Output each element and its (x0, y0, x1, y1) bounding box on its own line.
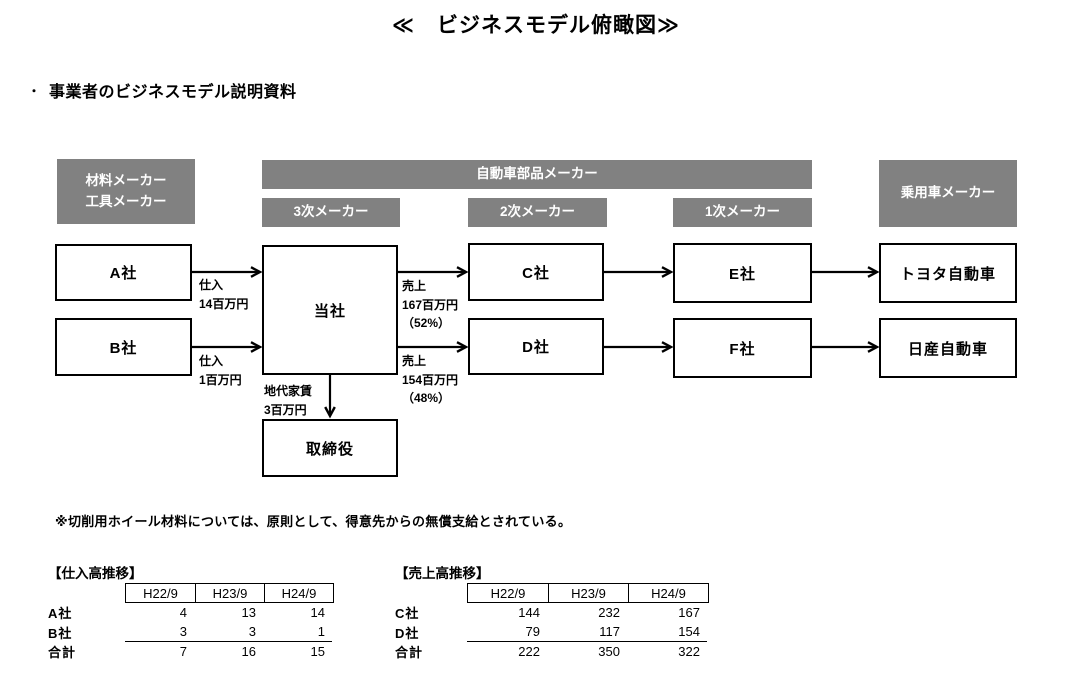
node-company-e: E社 (673, 243, 812, 303)
flow-label-line: 売上 (402, 279, 427, 293)
row-label: C社 (395, 606, 420, 622)
table-header-row: H22/9 H23/9 H24/9 (48, 583, 334, 603)
node-toyota-motor: トヨタ自動車 (879, 243, 1017, 303)
cell: 154 (627, 623, 707, 642)
node-company-f: F社 (673, 318, 812, 378)
flow-label-line: （48%） (402, 391, 451, 405)
flow-label-line: 地代家賃 (264, 384, 313, 398)
table-purchases-trend: 【仕入高推移】 H22/9 H23/9 H24/9 A社 4 13 14 B社 … (48, 562, 334, 662)
tier-header-2nd-tier: 2次メーカー (468, 198, 607, 227)
table-title: 【売上高推移】 (395, 566, 490, 581)
group-header-material-line1: 材料メーカー (85, 172, 167, 188)
column-header: H23/9 (195, 584, 264, 602)
row-label: 合計 (48, 645, 77, 661)
flow-label-line: （52%） (402, 316, 451, 330)
row-label: B社 (48, 625, 73, 641)
flow-label-rent: 地代家賃 3百万円 (264, 382, 312, 419)
flow-label-line: 154百万円 (402, 372, 459, 387)
cell: 79 (467, 623, 547, 642)
cell: 350 (598, 644, 620, 660)
cell: 14 (310, 605, 325, 621)
flow-label-line: 1百万円 (199, 372, 242, 387)
group-header-passenger-car-makers: 乗用車メーカー (879, 160, 1017, 227)
group-header-auto-parts-makers: 自動車部品メーカー (262, 160, 812, 189)
row-label: A社 (48, 606, 73, 622)
bullet-marker: ・ (28, 83, 41, 98)
cell: 232 (598, 605, 620, 621)
cell: 144 (518, 605, 540, 621)
group-header-material-tool-makers: 材料メーカー 工具メーカー (57, 159, 195, 224)
cell: 3 (194, 623, 263, 642)
flow-label-line: 仕入 (199, 278, 224, 292)
tier-header-3rd-tier: 3次メーカー (262, 198, 400, 227)
cell: 4 (179, 605, 187, 621)
flow-label-line: 3百万円 (264, 402, 307, 417)
flow-label-sales-d: 売上 154百万円 （48%） (402, 352, 458, 408)
cell: 16 (241, 644, 256, 660)
flow-label-line: 仕入 (199, 354, 224, 368)
subtitle: ・ 事業者のビジネスモデル説明資料 (28, 78, 297, 102)
column-headers: H22/9 H23/9 H24/9 (125, 583, 334, 603)
cell: 3 (125, 623, 194, 642)
column-header: H24/9 (264, 584, 333, 602)
group-header-material-line2: 工具メーカー (85, 193, 167, 209)
table-sales-trend: 【売上高推移】 H22/9 H23/9 H24/9 C社 144 232 167… (395, 562, 709, 662)
flow-label-sales-c: 売上 167百万円 （52%） (402, 277, 458, 333)
table-row: B社 3 3 1 (48, 623, 334, 642)
node-own-company: 当社 (262, 245, 398, 375)
flow-label-purchase-b: 仕入 1百万円 (199, 352, 242, 389)
table-row: D社 79 117 154 (395, 623, 709, 642)
row-label: 合計 (395, 645, 424, 661)
flow-label-line: 売上 (402, 354, 427, 368)
cell: 222 (518, 644, 540, 660)
node-company-d: D社 (468, 318, 604, 375)
flow-label-purchase-a: 仕入 14百万円 (199, 276, 248, 313)
table-title: 【仕入高推移】 (48, 566, 143, 581)
column-header: H22/9 (143, 585, 178, 601)
node-company-a: A社 (55, 244, 192, 301)
column-header: H24/9 (628, 584, 708, 602)
cell: 15 (310, 644, 325, 660)
table-total-row: 合計 222 350 322 (395, 642, 709, 662)
column-headers: H22/9 H23/9 H24/9 (467, 583, 709, 603)
cell: 167 (678, 605, 700, 621)
subtitle-text: 事業者のビジネスモデル説明資料 (49, 84, 297, 101)
column-header: H22/9 (490, 585, 526, 601)
cell: 7 (179, 644, 187, 660)
column-header: H23/9 (548, 584, 628, 602)
node-nissan-motor: 日産自動車 (879, 318, 1017, 378)
cell: 1 (263, 623, 332, 642)
tier-header-1st-tier: 1次メーカー (673, 198, 812, 227)
page-title: ≪ ビジネスモデル俯瞰図≫ (392, 14, 680, 37)
table-header-row: H22/9 H23/9 H24/9 (395, 583, 709, 603)
cell: 13 (241, 605, 256, 621)
flow-label-line: 14百万円 (199, 296, 249, 311)
row-label: D社 (395, 625, 420, 641)
flow-label-line: 167百万円 (402, 297, 459, 312)
node-directors: 取締役 (262, 419, 398, 477)
footnote: ※切削用ホイール材料については、原則として、得意先からの無償支給とされている。 (55, 514, 572, 529)
cell: 117 (547, 623, 627, 642)
table-row: C社 144 232 167 (395, 603, 709, 623)
node-company-c: C社 (468, 243, 604, 301)
table-total-row: 合計 7 16 15 (48, 642, 334, 662)
table-row: A社 4 13 14 (48, 603, 334, 623)
node-company-b: B社 (55, 318, 192, 376)
cell: 322 (678, 644, 700, 660)
